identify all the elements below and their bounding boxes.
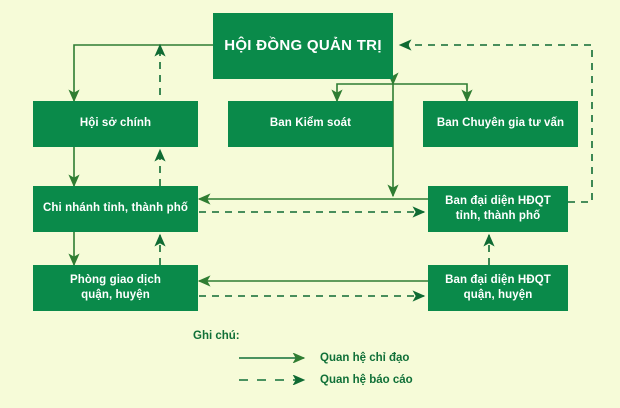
- legend-item-directive: Quan hệ chỉ đạo: [238, 350, 409, 366]
- node-province-branch[interactable]: Chi nhánh tỉnh, thành phố: [33, 186, 198, 232]
- node-province-branch-label: Chi nhánh tỉnh, thành phố: [43, 202, 188, 215]
- legend-solid-line-icon: [239, 353, 306, 363]
- node-advisory-board-label: Ban Chuyên gia tư vấn: [436, 117, 565, 130]
- node-province-representative[interactable]: Ban đại diện HĐQT tỉnh, thành phố: [428, 186, 568, 232]
- node-province-representative-label: Ban đại diện HĐQT tỉnh, thành phố: [445, 194, 551, 222]
- node-advisory-board[interactable]: Ban Chuyên gia tư vấn: [423, 101, 578, 147]
- solid-connectors: [68, 44, 473, 287]
- legend-dashed-line-icon: [239, 375, 306, 385]
- node-head-office[interactable]: Hội sở chính: [33, 101, 198, 147]
- node-district-office-label: Phòng giao dịch quận, huyện: [70, 273, 161, 301]
- node-supervisory-board-label: Ban Kiểm soát: [269, 117, 352, 130]
- legend-title: Ghi chú:: [193, 330, 240, 342]
- node-district-office[interactable]: Phòng giao dịch quận, huyện: [33, 265, 198, 311]
- legend-item-directive-label: Quan hệ chỉ đạo: [320, 352, 410, 364]
- node-board-label: HỘI ĐỒNG QUẢN TRỊ: [224, 37, 382, 55]
- node-board[interactable]: HỘI ĐỒNG QUẢN TRỊ: [213, 13, 393, 79]
- legend-item-reporting: Quan hệ báo cáo: [238, 372, 413, 388]
- node-supervisory-board[interactable]: Ban Kiểm soát: [228, 101, 393, 147]
- node-district-representative-label: Ban đại diện HĐQT quận, huyện: [445, 273, 551, 301]
- dashed-connectors: [154, 39, 593, 302]
- node-district-representative[interactable]: Ban đại diện HĐQT quận, huyện: [428, 265, 568, 311]
- legend-item-reporting-label: Quan hệ báo cáo: [320, 374, 413, 386]
- node-head-office-label: Hội sở chính: [79, 117, 152, 130]
